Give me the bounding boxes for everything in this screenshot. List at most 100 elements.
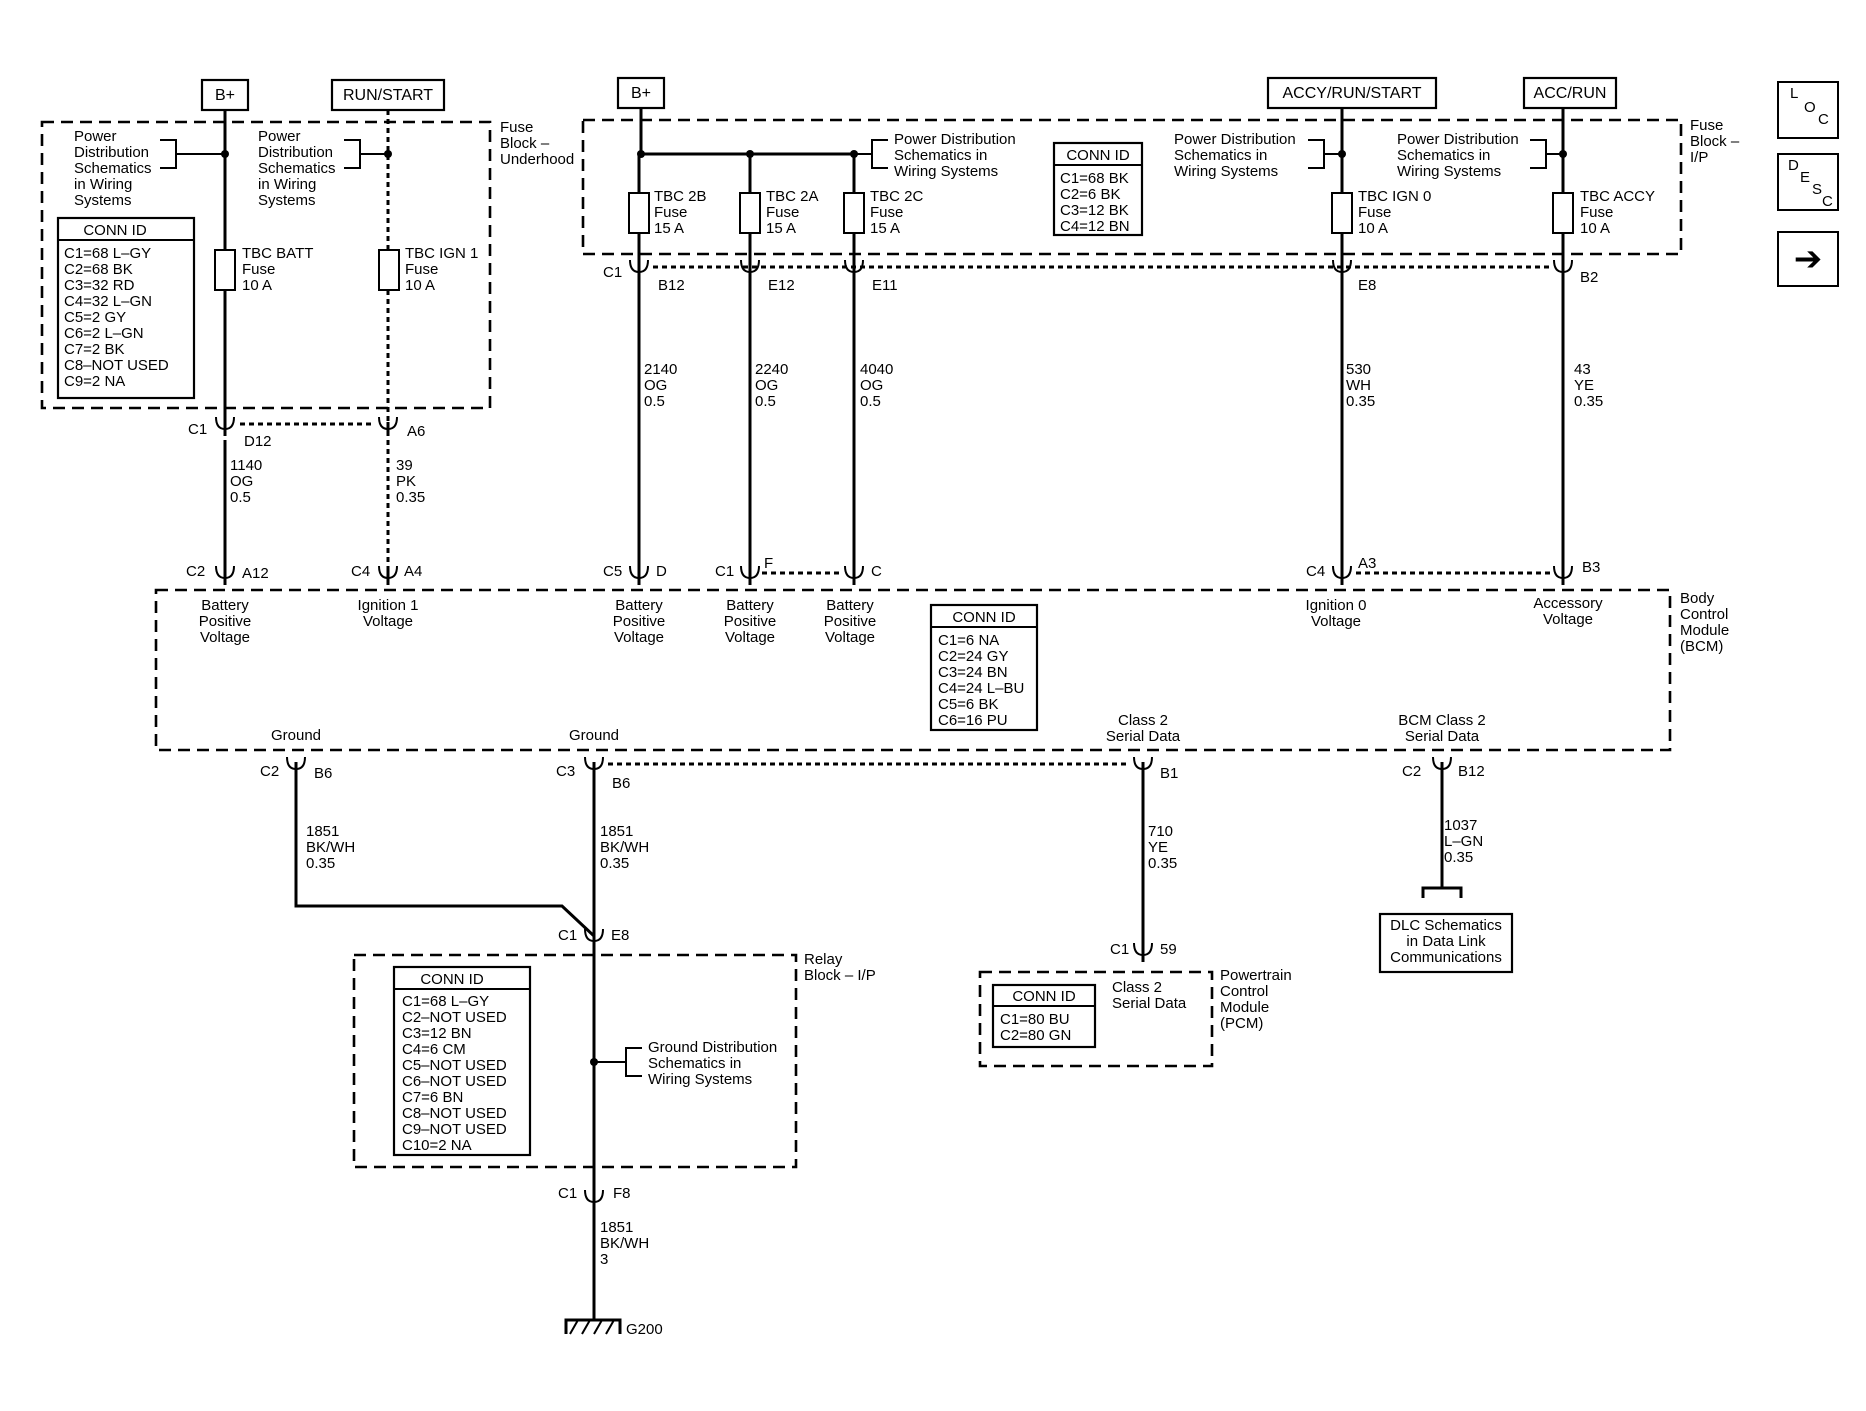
svg-text:43: 43 [1574,361,1591,378]
svg-text:TBC ACCY: TBC ACCY [1580,188,1655,205]
connector-label: C4 [351,563,370,580]
power-source-acc-run: ACC/RUN [1522,76,1618,110]
svg-text:C6=16 PU: C6=16 PU [938,712,1008,729]
connector-labels: C1 D12 A6 C1 B12 E12 E11 E8 B2 C2 A12 C4… [186,264,1600,1202]
svg-text:Fuse: Fuse [1358,204,1391,221]
svg-text:OG: OG [230,473,253,490]
svg-text:OG: OG [755,377,778,394]
power-distribution-reference[interactable]: Power Distribution Schematics in Wiring … [854,131,1016,180]
connector-label: C2 [260,763,279,780]
svg-text:C4=6 CM: C4=6 CM [402,1041,466,1058]
connector-label: C1 [558,1185,577,1202]
power-distribution-reference[interactable]: Power Distribution Schematics in Wiring … [1174,131,1342,180]
svg-text:C3=32 RD: C3=32 RD [64,277,135,294]
svg-text:Serial Data: Serial Data [1405,728,1480,745]
connector-label: C1 [1110,941,1129,958]
bcm-pin-ground: Ground [271,727,321,744]
svg-text:C5–NOT USED: C5–NOT USED [402,1057,507,1074]
next-button[interactable]: ➔ [1777,231,1839,287]
svg-text:1851: 1851 [306,823,339,840]
connector-label: A12 [242,565,269,582]
svg-text:Communications: Communications [1390,949,1502,966]
svg-text:C: C [1818,111,1829,128]
svg-text:TBC IGN 0: TBC IGN 0 [1358,188,1431,205]
svg-text:Fuse: Fuse [242,261,275,278]
svg-text:Battery: Battery [826,597,874,614]
dlc-schematics-reference[interactable]: DLC Schematics in Data Link Communicatio… [1378,912,1514,974]
svg-text:Class 2: Class 2 [1118,712,1168,729]
svg-text:Block –: Block – [1690,133,1740,150]
power-distribution-reference[interactable]: Power Distribution Schematics in Wiring … [74,128,225,209]
svg-text:BK/WH: BK/WH [306,839,355,856]
ground-distribution-reference[interactable]: Ground Distribution Schematics in Wiring… [594,1039,777,1088]
svg-text:C7=6 BN: C7=6 BN [402,1089,463,1106]
svg-text:C8–NOT USED: C8–NOT USED [64,357,169,374]
svg-text:39: 39 [396,457,413,474]
svg-text:C2=68 BK: C2=68 BK [64,261,133,278]
svg-text:CONN ID: CONN ID [952,609,1016,626]
power-distribution-reference[interactable]: Power Distribution Schematics in Wiring … [1397,131,1563,180]
connector-label: B3 [1582,559,1600,576]
svg-text:in Wiring: in Wiring [258,176,316,193]
svg-text:Battery: Battery [615,597,663,614]
svg-text:C2=80 GN: C2=80 GN [1000,1027,1071,1044]
power-source-label: ACCY/RUN/START [1283,85,1422,102]
svg-text:D: D [1788,157,1799,174]
svg-text:Ground Distribution: Ground Distribution [648,1039,777,1056]
connector-label: C1 [188,421,207,438]
svg-text:YE: YE [1574,377,1594,394]
svg-text:C1=68 L–GY: C1=68 L–GY [402,993,489,1010]
connector-symbols [215,259,1573,1209]
power-source-b-plus-right: B+ [616,76,666,110]
svg-text:Positive: Positive [199,613,252,630]
svg-text:TBC BATT: TBC BATT [242,245,313,262]
svg-text:Systems: Systems [74,192,132,209]
desc-button[interactable]: D E S C [1777,153,1839,211]
svg-text:Class 2: Class 2 [1112,979,1162,996]
fuse-block-underhood: Fuse Block – Underhood Power Distributio… [40,119,574,410]
svg-text:C1=68 BK: C1=68 BK [1060,170,1129,187]
svg-text:Powertrain: Powertrain [1220,967,1292,984]
svg-text:TBC 2B: TBC 2B [654,188,707,205]
connector-label: C2 [1402,763,1421,780]
svg-text:Relay: Relay [804,951,843,968]
svg-text:Voltage: Voltage [1543,611,1593,628]
svg-text:Power Distribution: Power Distribution [894,131,1016,148]
fuse-tbc-batt: TBC BATT Fuse 10 A [214,245,313,294]
loc-button[interactable]: L O C [1777,81,1839,139]
connector-label: C2 [186,563,205,580]
svg-text:4040: 4040 [860,361,893,378]
svg-text:C5=2 GY: C5=2 GY [64,309,126,326]
svg-text:Power Distribution: Power Distribution [1174,131,1296,148]
connector-label: C4 [1306,563,1325,580]
connector-label: B6 [314,765,332,782]
svg-text:Wiring Systems: Wiring Systems [1174,163,1278,180]
ground-label: G200 [626,1321,663,1338]
svg-text:Schematics: Schematics [258,160,336,177]
svg-text:Schematics in: Schematics in [1174,147,1267,164]
power-distribution-reference[interactable]: Power Distribution Schematics in Wiring … [258,128,388,209]
svg-text:CONN ID: CONN ID [83,222,147,239]
svg-text:0.5: 0.5 [755,393,776,410]
svg-text:C3=24 BN: C3=24 BN [938,664,1008,681]
svg-text:CONN ID: CONN ID [420,971,484,988]
svg-text:2140: 2140 [644,361,677,378]
connector-label: C1 [558,927,577,944]
connector-label: E11 [872,277,898,294]
powertrain-control-module: Powertrain Control Module (PCM) Class 2S… [978,967,1292,1068]
fuse-block-underhood-label: Fuse Block – Underhood [500,119,574,168]
svg-text:10 A: 10 A [1358,220,1388,237]
svg-text:Voltage: Voltage [725,629,775,646]
svg-text:Systems: Systems [258,192,316,209]
svg-text:C3=12 BN: C3=12 BN [402,1025,472,1042]
svg-text:CONN ID: CONN ID [1066,147,1130,164]
conn-id-table: CONN ID C1=68 L–GY C2=68 BK C3=32 RD C4=… [56,216,196,400]
svg-text:Schematics in: Schematics in [648,1055,741,1072]
svg-text:15 A: 15 A [870,220,900,237]
